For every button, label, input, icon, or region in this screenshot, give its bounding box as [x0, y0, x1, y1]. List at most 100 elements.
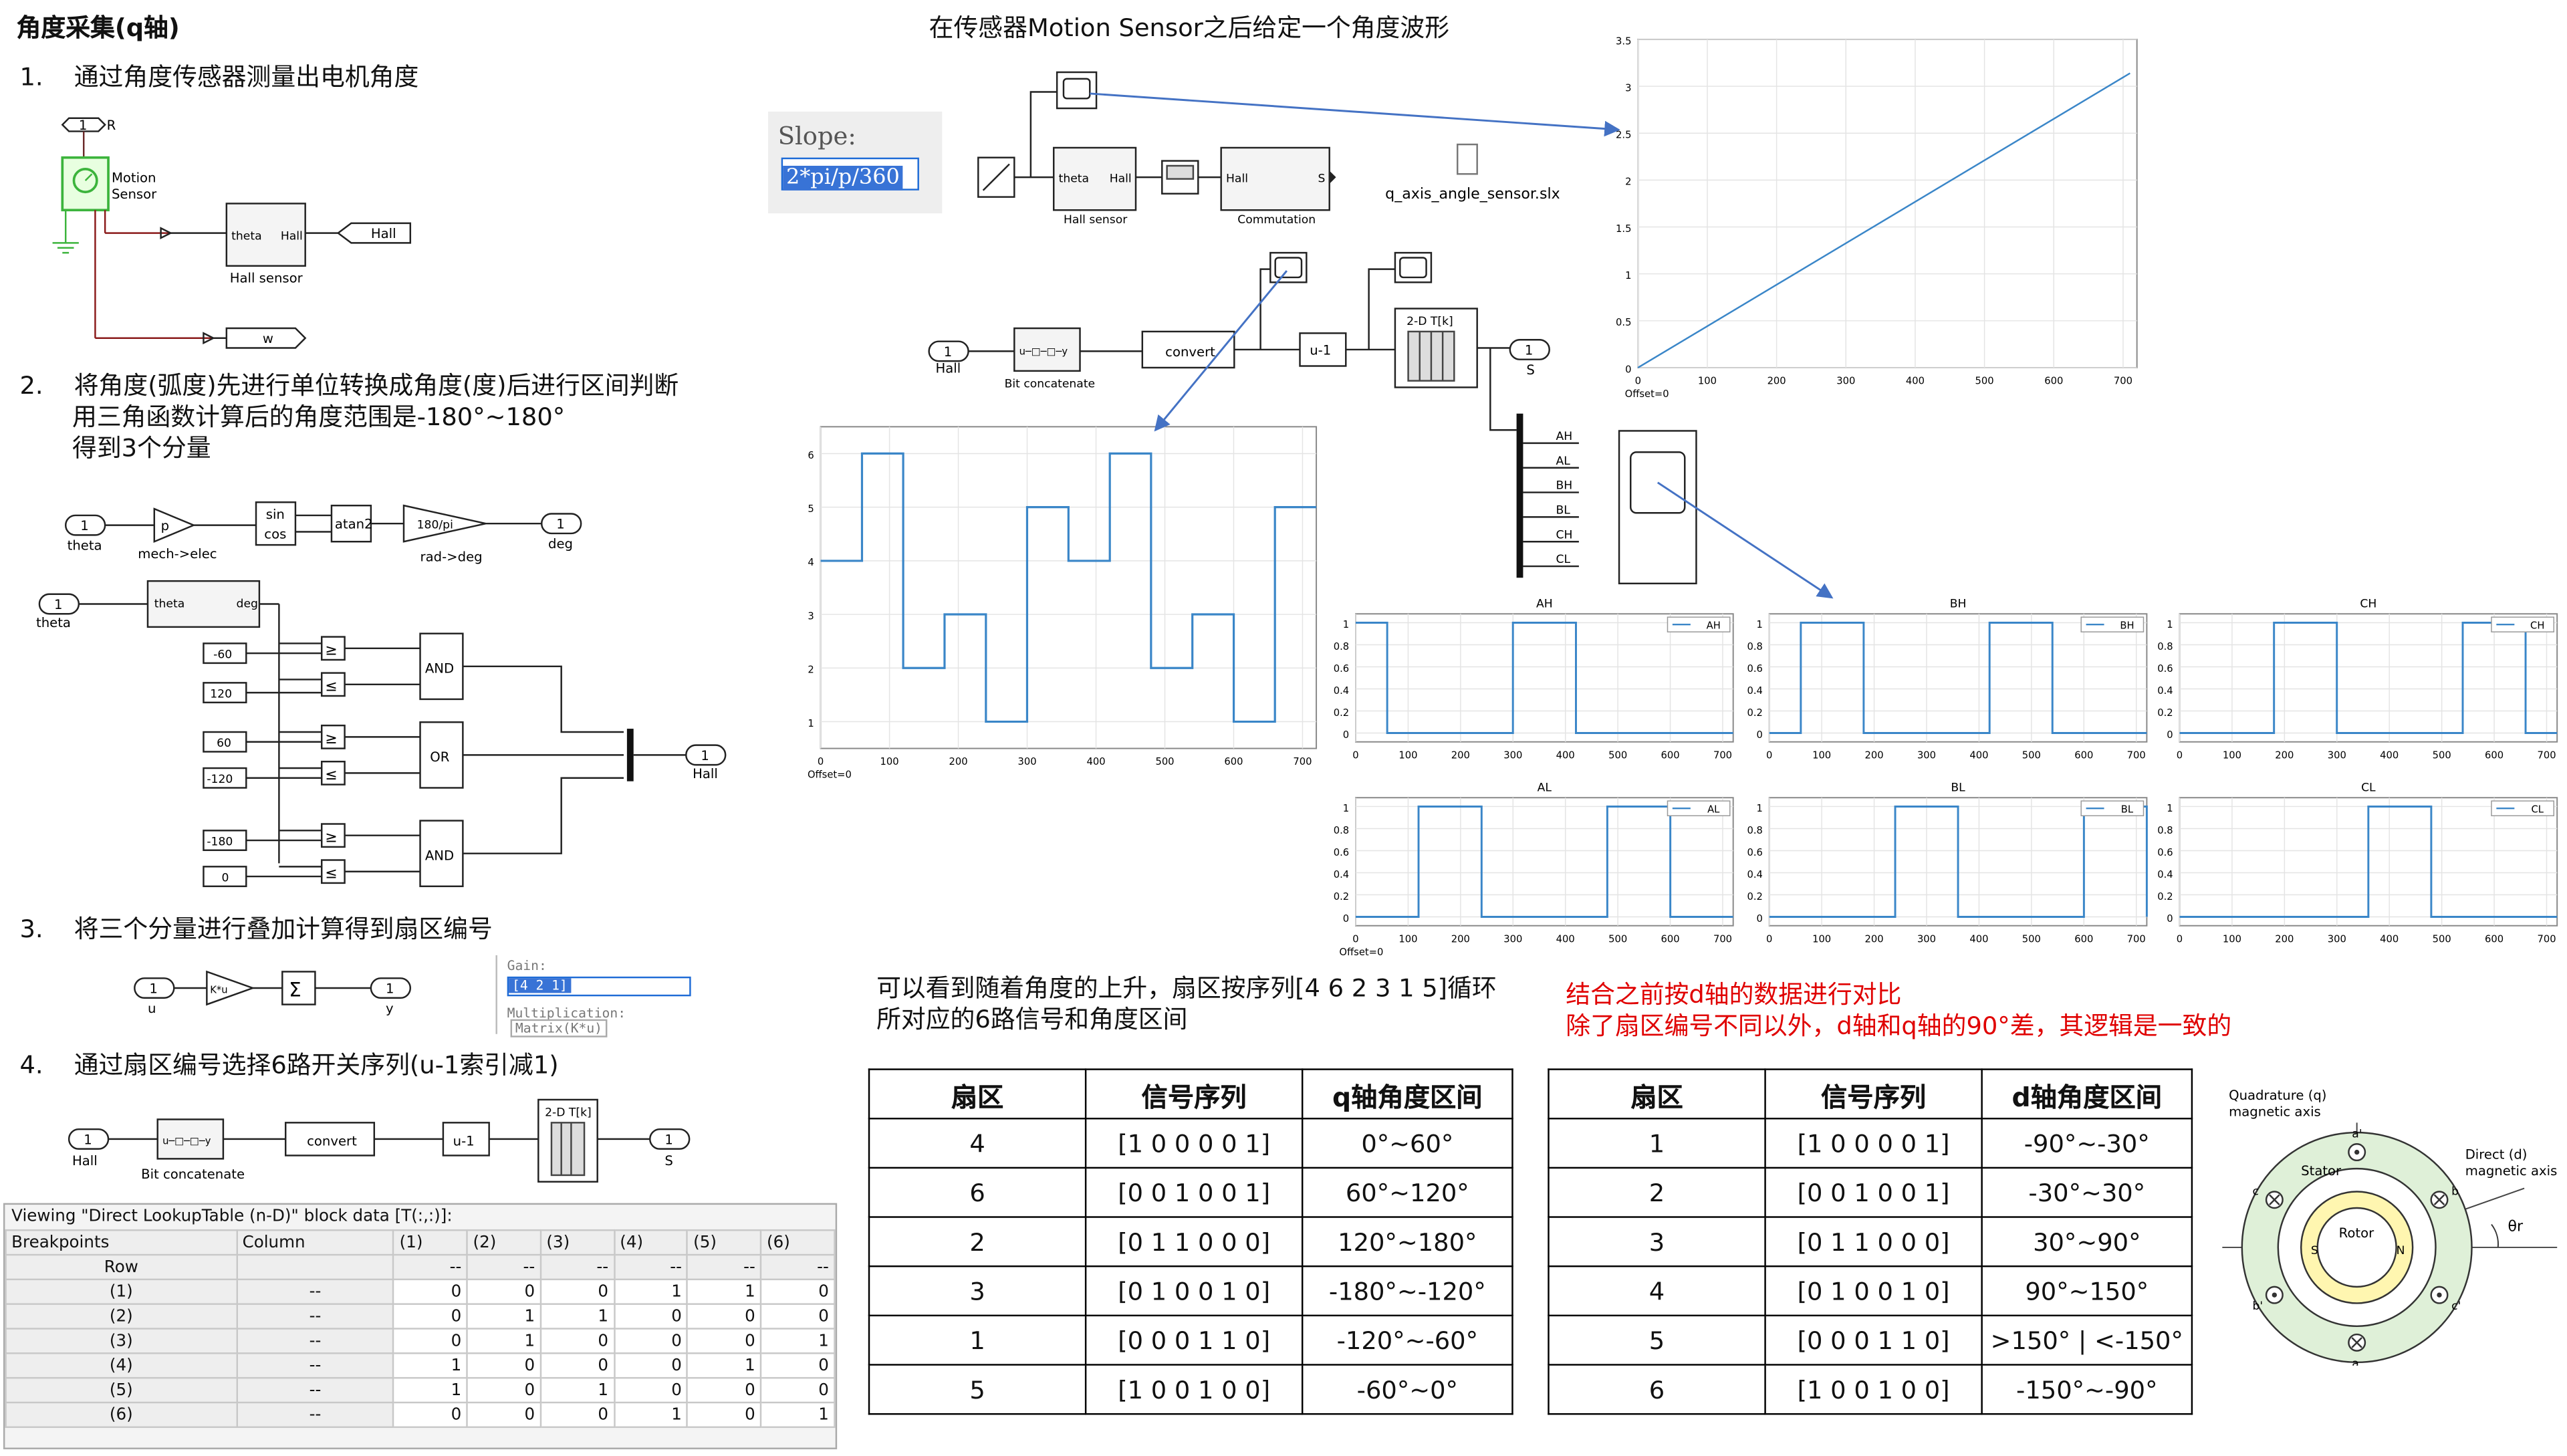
lookup-cell[interactable]: 0 — [613, 1328, 689, 1354]
q-axis-label-2: magnetic axis — [2229, 1104, 2321, 1120]
plot-area — [820, 426, 1318, 749]
lookup-cell[interactable]: 1 — [466, 1328, 542, 1354]
lookup-cell[interactable]: 0 — [539, 1278, 615, 1305]
y-tick-label: 0.8 — [2157, 825, 2173, 836]
lookup-cell[interactable]: 1 — [687, 1278, 762, 1305]
svg-text:theta: theta — [154, 597, 185, 610]
lookup-cell[interactable]: 1 — [392, 1376, 469, 1404]
x-tick-label: 100 — [2223, 933, 2241, 945]
lookup-cell[interactable]: 0 — [687, 1303, 762, 1330]
step-1-num: 1. — [19, 62, 43, 92]
x-tick-label: 400 — [1556, 749, 1575, 761]
x-tick-label: 0 — [818, 756, 824, 767]
offset-label: Offset=0 — [1339, 947, 1383, 958]
svg-text:Hall: Hall — [1226, 172, 1248, 186]
q-cell: [0 1 0 0 1 0] — [1084, 1265, 1304, 1317]
slope-field[interactable]: 2*pi/p/360 — [781, 157, 919, 191]
y-tick-label: 1 — [1343, 803, 1349, 814]
x-tick-label: 200 — [1451, 749, 1470, 761]
y-tick-label: 0.2 — [1334, 891, 1349, 902]
lookup-cell[interactable]: 0 — [539, 1352, 615, 1379]
lookup-cell[interactable]: 0 — [392, 1303, 469, 1330]
svg-text:u-1: u-1 — [1310, 342, 1331, 358]
lookup-cell[interactable]: 0 — [392, 1328, 469, 1354]
svg-text:Hall: Hall — [281, 229, 303, 243]
lookup-cell[interactable]: 0 — [760, 1303, 836, 1330]
y-tick-label: 1 — [2167, 803, 2173, 814]
x-tick-label: 200 — [949, 756, 968, 767]
gain-field[interactable]: [4 2 1] — [507, 976, 691, 997]
lookup-cell[interactable]: 0 — [392, 1401, 469, 1429]
mult-select[interactable]: Matrix(K*u) — [510, 1019, 608, 1038]
d-header-angle: d轴角度区间 — [1981, 1068, 2193, 1120]
lookup-cell[interactable]: 0 — [466, 1401, 542, 1429]
lookup-cell[interactable]: 1 — [392, 1352, 469, 1379]
lookup-col-header: (2) — [466, 1229, 542, 1256]
lookup-cell[interactable]: 1 — [539, 1303, 615, 1330]
lookup-cell[interactable]: 1 — [760, 1328, 836, 1354]
x-tick-label: 300 — [2328, 749, 2346, 761]
q-table-row: 3[0 1 0 0 1 0]-180°~-120° — [868, 1265, 1513, 1317]
lookup-cell[interactable]: 0 — [613, 1376, 689, 1404]
svg-text:1: 1 — [701, 748, 709, 763]
q-cell: [0 0 0 1 1 0] — [1084, 1314, 1304, 1366]
lookup-cell[interactable]: 0 — [687, 1401, 762, 1429]
svg-text:≥: ≥ — [325, 829, 338, 846]
lookup-cell[interactable]: 0 — [613, 1352, 689, 1379]
lookup-cell[interactable]: 1 — [539, 1376, 615, 1404]
step-2-text: 将角度(弧度)先进行单位转换成角度(度)后进行区间判断 — [74, 370, 679, 401]
coil-label: c' — [2451, 1300, 2461, 1313]
sector-sum-diagram: 1 u K*u Σ 1 y — [134, 970, 412, 1016]
svg-text:1: 1 — [84, 1132, 92, 1147]
lookup-cell[interactable]: 0 — [466, 1376, 542, 1404]
d-header-sector: 扇区 — [1548, 1068, 1766, 1120]
lookup-cell[interactable]: 1 — [613, 1278, 689, 1305]
y-tick-label: 0 — [1343, 913, 1349, 925]
lookup-cell[interactable]: 0 — [613, 1303, 689, 1330]
scope-series-line — [1355, 622, 1733, 734]
lookup-cell[interactable]: 0 — [687, 1328, 762, 1354]
lookup-cell[interactable]: 0 — [539, 1401, 615, 1429]
lookup-cell[interactable]: 0 — [539, 1328, 615, 1354]
lookup-cell[interactable]: 0 — [392, 1278, 469, 1305]
lookup-cell: (5) — [5, 1376, 238, 1404]
lookup-cell[interactable]: 0 — [466, 1278, 542, 1305]
lookup-cell[interactable]: 1 — [466, 1303, 542, 1330]
y-tick-label: 6 — [808, 450, 814, 461]
lookup-cell[interactable]: 1 — [687, 1352, 762, 1379]
d-header-signal: 信号序列 — [1764, 1068, 1983, 1120]
lookup-cell: (3) — [5, 1328, 238, 1354]
scope-legend — [1667, 616, 1731, 632]
q-cell: -60°~0° — [1301, 1364, 1513, 1415]
lookup-cell[interactable]: 0 — [687, 1376, 762, 1404]
svg-text:AND: AND — [425, 661, 454, 677]
pole-n: N — [2397, 1244, 2405, 1257]
lookup-cell[interactable]: 0 — [760, 1376, 836, 1404]
svg-text:2-D T[k]: 2-D T[k] — [545, 1106, 592, 1120]
x-tick-label: 600 — [1661, 749, 1680, 761]
svg-text:1: 1 — [54, 597, 63, 612]
lookup-cell[interactable]: 1 — [613, 1401, 689, 1429]
offset-label: Offset=0 — [808, 769, 852, 781]
x-tick-label: 600 — [2485, 749, 2503, 761]
q-table-header: 扇区 信号序列 q轴角度区间 — [868, 1068, 1513, 1120]
svg-text:theta: theta — [36, 615, 71, 630]
x-tick-label: 100 — [1812, 933, 1831, 945]
step-2-text3: 得到3个分量 — [72, 433, 211, 463]
x-tick-label: 0 — [2177, 933, 2183, 945]
svg-text:-60: -60 — [213, 648, 232, 662]
lookup-cell[interactable]: 0 — [760, 1278, 836, 1305]
svg-text:S: S — [1318, 172, 1326, 186]
lookup-cell: -- — [235, 1328, 395, 1354]
svg-text:Bit concatenate: Bit concatenate — [141, 1167, 245, 1182]
interval-logic-diagram: 1 theta theta deg -60 120 60 -120 -180 0 — [36, 580, 727, 888]
lookup-cell[interactable]: 1 — [760, 1401, 836, 1429]
lookup-cell[interactable]: 0 — [760, 1352, 836, 1379]
x-tick-label: 400 — [1969, 933, 1988, 945]
lookup-cell: (6) — [5, 1401, 238, 1429]
y-tick-label: 1 — [2167, 619, 2173, 630]
svg-text:Hall sensor: Hall sensor — [1064, 213, 1128, 227]
svg-text:Bit concatenate: Bit concatenate — [1005, 377, 1096, 390]
lookup-cell[interactable]: 0 — [466, 1352, 542, 1379]
